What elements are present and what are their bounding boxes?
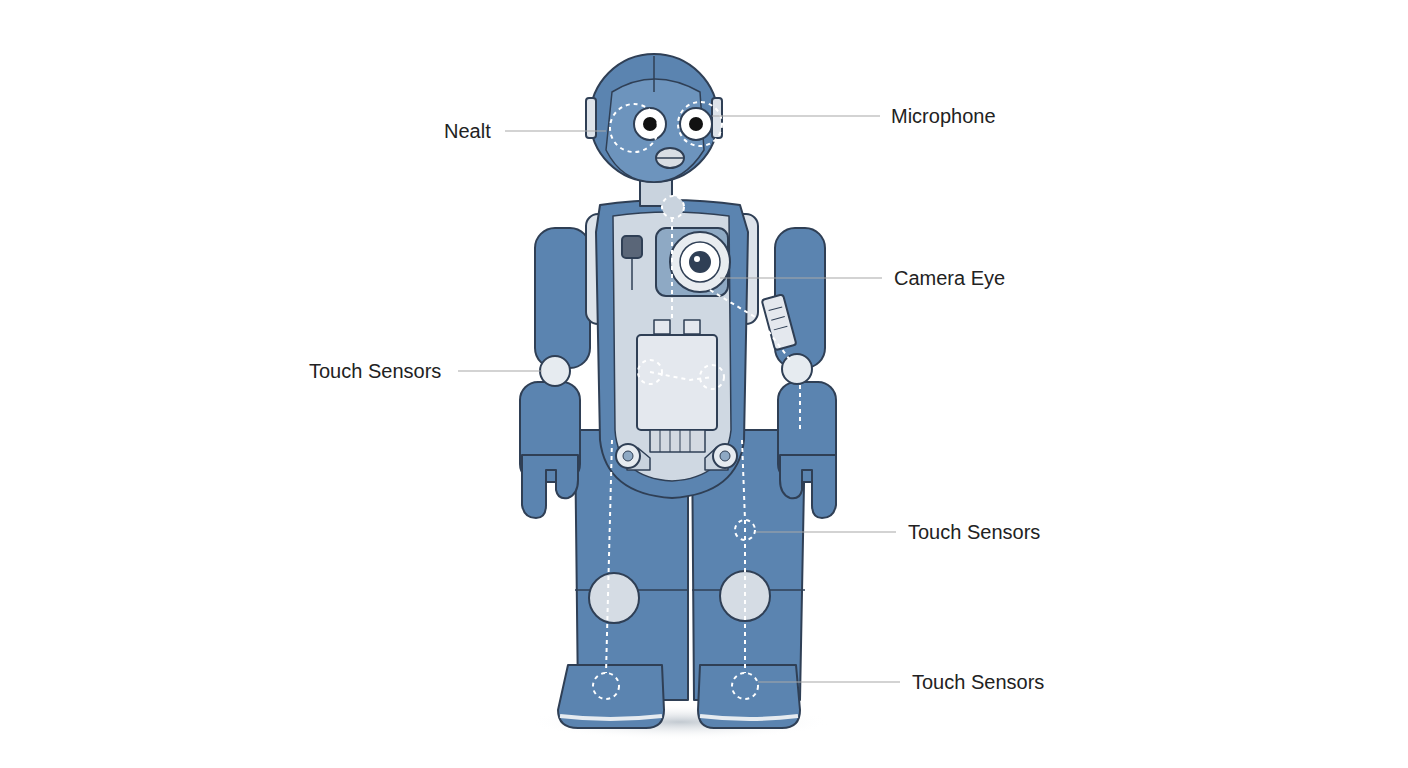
eye — [680, 108, 712, 140]
circuit-board — [637, 335, 717, 430]
mouth — [656, 148, 684, 168]
part-label: Camera Eye — [894, 266, 1005, 290]
part-label: Nealt — [444, 119, 491, 143]
right-hand — [780, 455, 836, 518]
arm-actuator — [762, 294, 797, 350]
mic-module — [622, 236, 642, 258]
part-label: Touch Sensors — [908, 520, 1040, 544]
sensor-wiring — [593, 102, 800, 699]
hip-joint — [713, 444, 737, 468]
torso — [596, 200, 748, 498]
right-foot — [698, 665, 800, 728]
chest-cavity — [613, 212, 731, 481]
knee-joint — [589, 573, 639, 623]
eye — [634, 108, 666, 140]
part-label: Microphone — [891, 104, 996, 128]
ear-band — [586, 98, 596, 138]
leader-lines — [458, 116, 900, 682]
left-hand — [522, 455, 578, 518]
robot-body — [520, 54, 836, 728]
elbow-joint — [782, 354, 812, 384]
head — [590, 54, 718, 182]
part-label: Touch Sensors — [912, 670, 1044, 694]
left-foot — [558, 665, 664, 728]
camera-lens — [670, 232, 730, 292]
part-label: Touch Sensors — [309, 359, 441, 383]
hip-joint — [616, 444, 640, 468]
left-upper-arm — [535, 228, 590, 368]
elbow-joint — [540, 356, 570, 386]
